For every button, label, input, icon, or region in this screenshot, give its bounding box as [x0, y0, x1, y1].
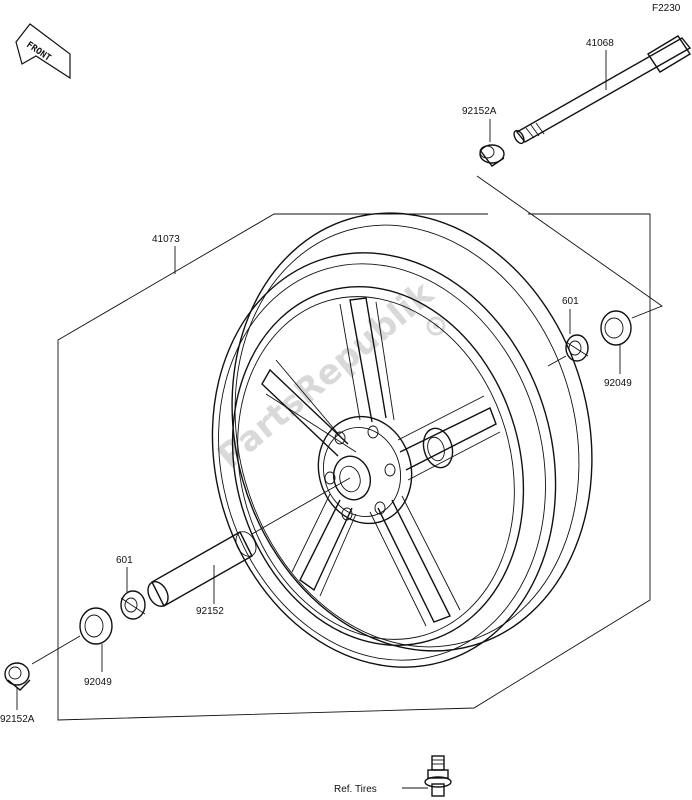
label-seal-left: 92049: [84, 677, 112, 688]
label-collar-bottom: 92152A: [0, 714, 35, 725]
collar-bottom: [4, 662, 31, 691]
front-arrow-icon: FRONT: [15, 23, 71, 80]
axis-line-right: [547, 355, 567, 367]
wheel-bracket: [57, 213, 651, 721]
label-axle: 41068: [586, 38, 614, 49]
label-bearing-right: 601: [562, 296, 579, 307]
label-spacer: 92152: [196, 606, 224, 617]
bearing-right: [565, 334, 589, 362]
axis-line-left: [31, 635, 81, 665]
label-seal-right: 92049: [604, 378, 632, 389]
bracket-right: [476, 175, 663, 319]
watermark-gear-icon: [426, 316, 446, 336]
label-wheel: 41073: [152, 234, 180, 245]
valve-stem-icon: [424, 755, 452, 797]
axis-line: [251, 477, 351, 535]
label-collar-top: 92152A: [462, 106, 497, 117]
spacer-tube: [147, 531, 257, 607]
seal-left: [79, 607, 113, 645]
ref-tires-label: Ref. Tires: [334, 784, 377, 795]
front-wheel: [211, 212, 593, 668]
axle-shaft: [513, 35, 692, 145]
label-bearing-left: 601: [116, 555, 133, 566]
seal-right: [600, 310, 632, 346]
collar-top: [479, 144, 505, 167]
figure-code: F2230: [652, 3, 681, 14]
watermark: PartsRepublik: [210, 273, 442, 477]
bearing-left: [120, 590, 146, 620]
